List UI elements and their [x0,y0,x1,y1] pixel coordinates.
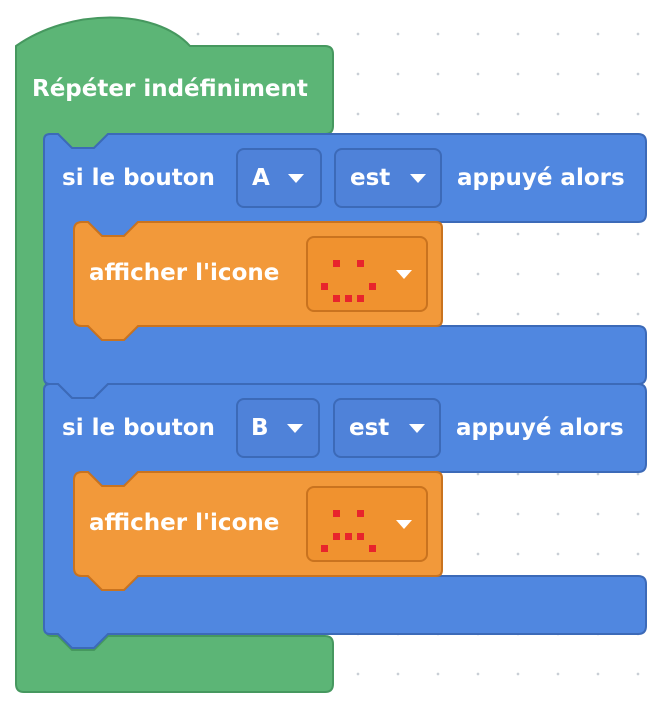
button-b-value: B [251,415,269,441]
led-pixel [357,533,364,540]
led-pixel [321,545,328,552]
chevron-down-icon [287,424,303,433]
state-a-dropdown[interactable]: est [334,148,442,208]
led-pixel [369,283,376,290]
led-pixel [333,510,340,517]
button-b-dropdown[interactable]: B [236,398,320,458]
forever-label: Répéter indéfiniment [32,76,308,102]
if-a-suffix: appuyé alors [457,165,625,191]
state-b-value: est [349,415,390,441]
icon-dropdown-2[interactable] [306,486,428,562]
show-icon-2-label: afficher l'icone [89,510,280,536]
led-pixel [333,533,340,540]
led-pixel [357,510,364,517]
led-pixel [333,295,340,302]
chevron-down-icon [409,424,425,433]
state-b-dropdown[interactable]: est [333,398,441,458]
led-pixel [345,295,352,302]
led-pixel [333,260,340,267]
led-pixel [321,283,328,290]
chevron-down-icon [410,174,426,183]
happy-face-icon [320,258,378,316]
chevron-down-icon [396,270,412,279]
led-pixel [345,533,352,540]
if-a-prefix: si le bouton [62,165,215,191]
sad-face-icon [320,508,378,566]
icon-dropdown-1[interactable] [306,236,428,312]
button-a-dropdown[interactable]: A [236,148,322,208]
button-a-value: A [252,165,270,191]
chevron-down-icon [288,174,304,183]
led-pixel [369,545,376,552]
if-b-prefix: si le bouton [62,415,215,441]
led-pixel [357,295,364,302]
led-pixel [357,260,364,267]
show-icon-1-label: afficher l'icone [89,260,280,286]
if-b-suffix: appuyé alors [456,415,624,441]
chevron-down-icon [396,520,412,529]
state-a-value: est [350,165,391,191]
